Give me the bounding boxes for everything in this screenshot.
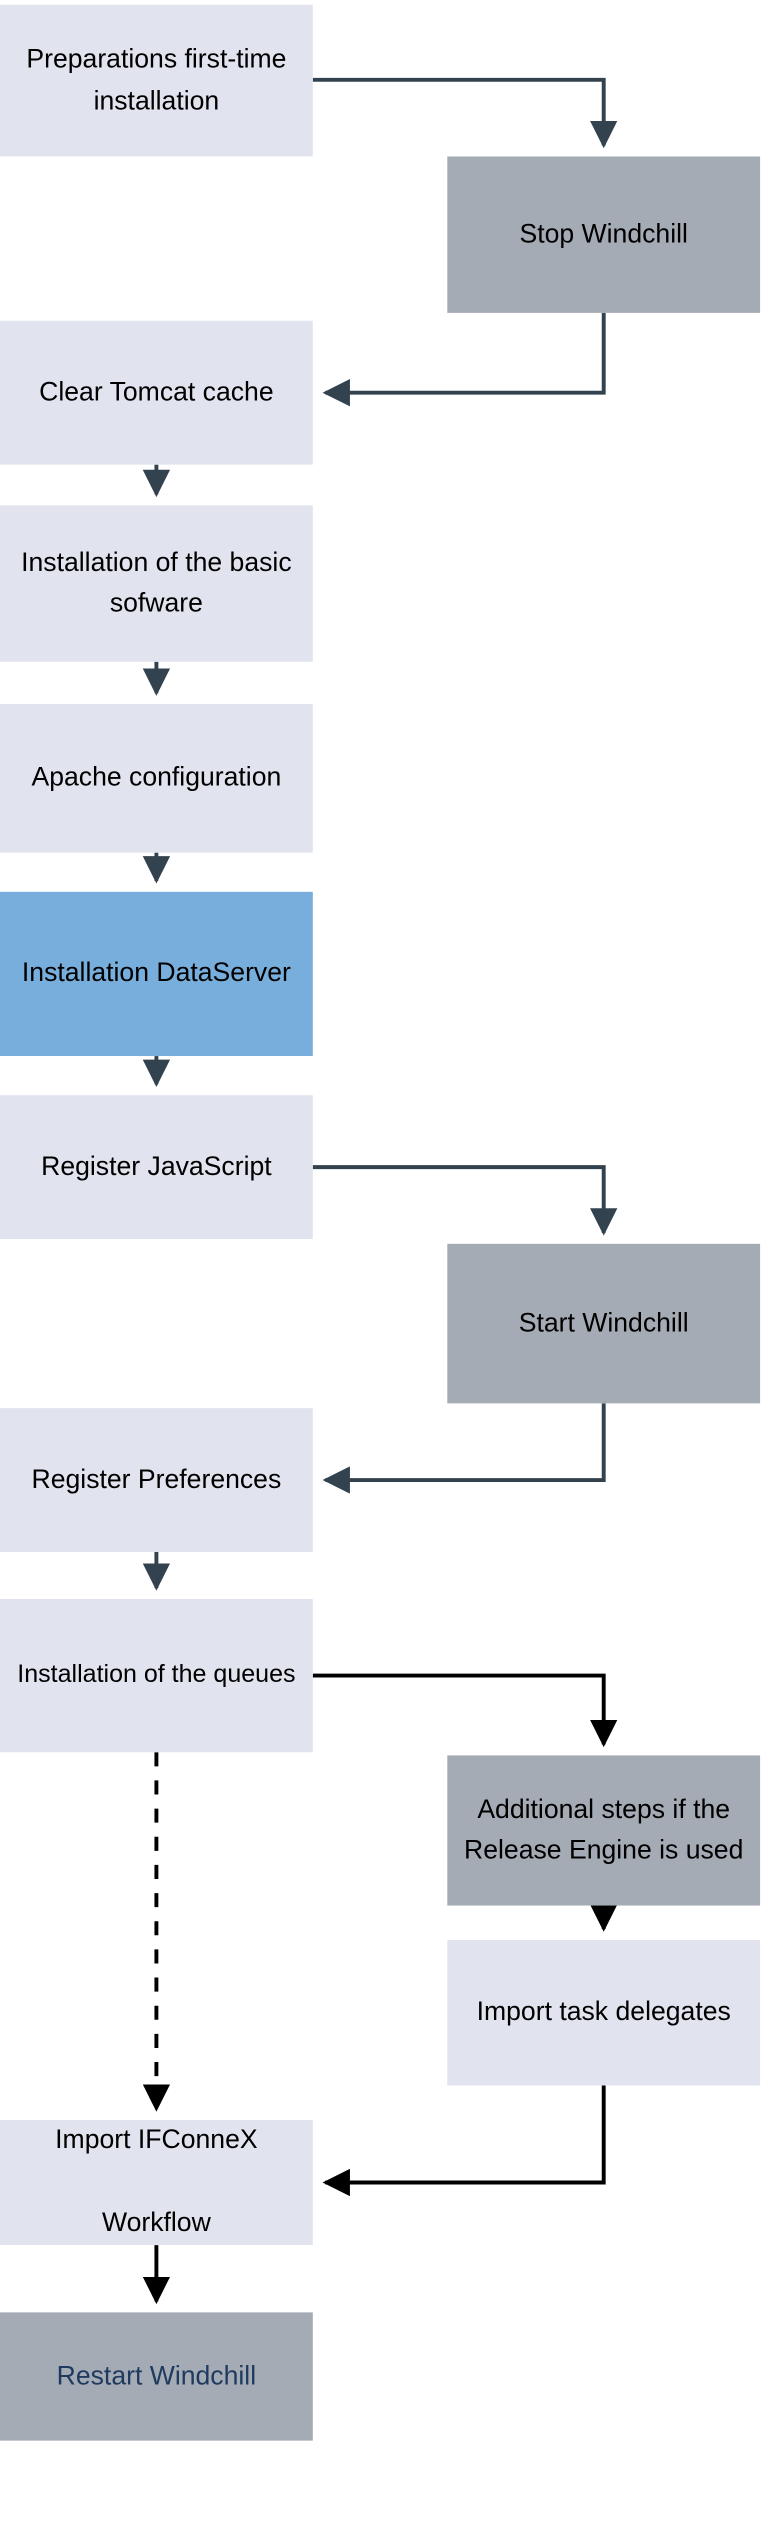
node-installation-of-the-queues[interactable]: Installation of the queues bbox=[0, 1598, 313, 1753]
node-preparations-first-time-installation[interactable]: Preparations first-time installation bbox=[0, 4, 313, 157]
node-apache-configuration[interactable]: Apache configuration bbox=[0, 704, 313, 853]
node-start-windchill[interactable]: Start Windchill bbox=[447, 1243, 761, 1404]
node-import-ifconnex-workflow[interactable]: Import IFConneX Workflow bbox=[0, 2119, 313, 2246]
edge-queues-to-addsteps bbox=[312, 1673, 618, 1748]
node-clear-tomcat-cache[interactable]: Clear Tomcat cache bbox=[0, 320, 313, 465]
node-register-javascript[interactable]: Register JavaScript bbox=[0, 1095, 313, 1240]
node-additional-steps-release-engine[interactable]: Additional steps if the Release Engine i… bbox=[447, 1755, 761, 1906]
edge-delegates-to-ifconnex bbox=[322, 2085, 606, 2197]
edge-registerjs-to-start bbox=[312, 1165, 618, 1236]
node-installation-basic-software[interactable]: Installation of the basic sofware bbox=[0, 505, 313, 662]
edge-stop-to-clear bbox=[322, 312, 606, 407]
edge-start-to-prefs bbox=[322, 1403, 606, 1494]
node-installation-dataserver[interactable]: Installation DataServer bbox=[0, 891, 313, 1057]
node-register-preferences[interactable]: Register Preferences bbox=[0, 1408, 313, 1552]
node-stop-windchill[interactable]: Stop Windchill bbox=[447, 156, 761, 313]
node-import-task-delegates[interactable]: Import task delegates bbox=[447, 1940, 761, 2086]
node-restart-windchill[interactable]: Restart Windchill bbox=[0, 2312, 313, 2441]
edge-prep-to-stop bbox=[312, 77, 618, 149]
